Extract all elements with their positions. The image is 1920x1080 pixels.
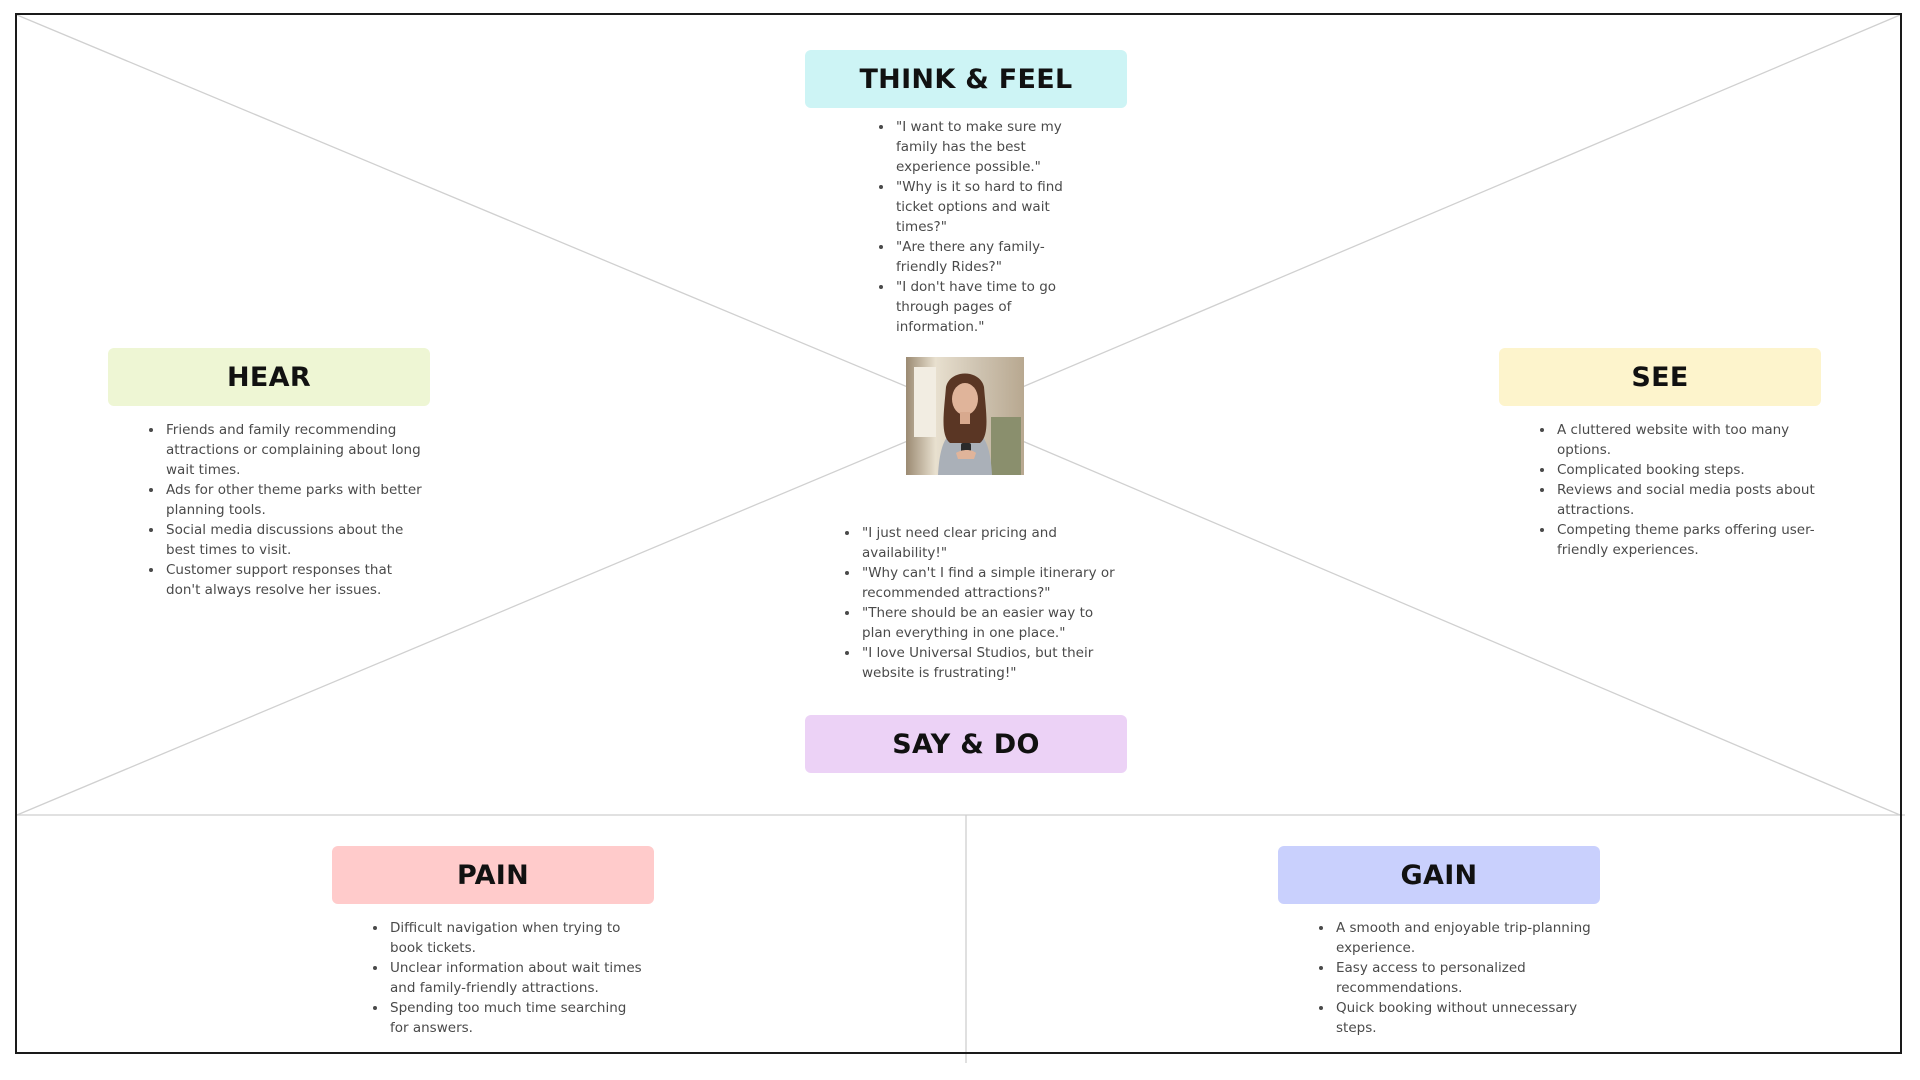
- list-item: "There should be an easier way to plan e…: [860, 603, 1120, 643]
- see-title: SEE: [1631, 361, 1689, 393]
- hear-list: Friends and family recommending attracti…: [144, 420, 424, 600]
- diagonal-top-right: [1019, 14, 1901, 389]
- empathy-map-frame: [15, 13, 1902, 1054]
- list-item: Customer support responses that don't al…: [164, 560, 424, 600]
- list-item: "I don't have time to go through pages o…: [894, 277, 1094, 337]
- list-item: Complicated booking steps.: [1555, 460, 1815, 480]
- hear-title: HEAR: [227, 361, 311, 393]
- list-item: "Are there any family-friendly Rides?": [894, 237, 1094, 277]
- list-item: Spending too much time searching for ans…: [388, 998, 648, 1038]
- list-item: "Why can't I find a simple itinerary or …: [860, 563, 1120, 603]
- see-header: SEE: [1499, 348, 1821, 406]
- pain-list: Difficult navigation when trying to book…: [368, 918, 648, 1038]
- list-item: A smooth and enjoyable trip-planning exp…: [1334, 918, 1594, 958]
- pain-header: PAIN: [332, 846, 654, 904]
- gain-title: GAIN: [1400, 859, 1478, 891]
- list-item: Reviews and social media posts about att…: [1555, 480, 1815, 520]
- diagonal-bottom-right: [1019, 439, 1901, 816]
- list-item: "I just need clear pricing and availabil…: [860, 523, 1120, 563]
- persona-photo: [906, 357, 1024, 475]
- list-item: Ads for other theme parks with better pl…: [164, 480, 424, 520]
- list-item: Competing theme parks offering user-frie…: [1555, 520, 1815, 560]
- think-feel-header: THINK & FEEL: [805, 50, 1127, 108]
- list-item: Friends and family recommending attracti…: [164, 420, 424, 480]
- list-item: Difficult navigation when trying to book…: [388, 918, 648, 958]
- gain-header: GAIN: [1278, 846, 1600, 904]
- gain-list: A smooth and enjoyable trip-planning exp…: [1314, 918, 1594, 1038]
- list-item: Unclear information about wait times and…: [388, 958, 648, 998]
- list-item: "I love Universal Studios, but their web…: [860, 643, 1120, 683]
- diagonal-bottom-left: [16, 439, 911, 816]
- list-item: "I want to make sure my family has the b…: [894, 117, 1094, 177]
- say-do-list: "I just need clear pricing and availabil…: [840, 523, 1120, 683]
- see-list: A cluttered website with too many option…: [1535, 420, 1815, 560]
- diagonal-top-left: [16, 14, 911, 389]
- list-item: Easy access to personalized recommendati…: [1334, 958, 1594, 998]
- pain-title: PAIN: [456, 859, 530, 891]
- list-item: Quick booking without unnecessary steps.: [1334, 998, 1594, 1038]
- think-feel-title: THINK & FEEL: [859, 63, 1073, 95]
- say-do-header: SAY & DO: [805, 715, 1127, 773]
- list-item: "Why is it so hard to find ticket option…: [894, 177, 1094, 237]
- list-item: Social media discussions about the best …: [164, 520, 424, 560]
- think-feel-list: "I want to make sure my family has the b…: [874, 117, 1094, 337]
- list-item: A cluttered website with too many option…: [1555, 420, 1815, 460]
- hear-header: HEAR: [108, 348, 430, 406]
- say-do-title: SAY & DO: [892, 728, 1040, 760]
